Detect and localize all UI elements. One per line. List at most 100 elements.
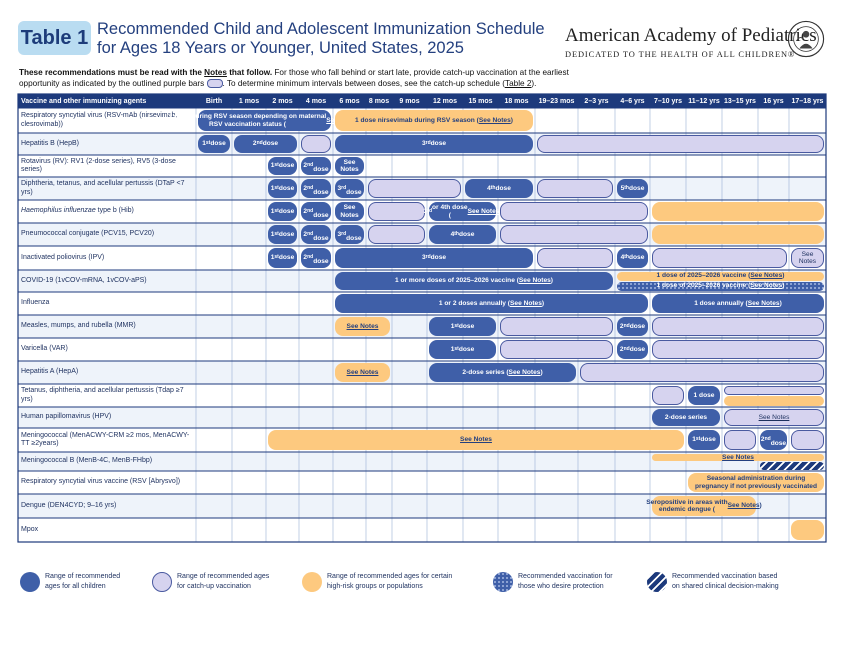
column-header-17-18-yrs: 17–18 yrs — [791, 97, 824, 105]
schedule-bar-dark[interactable]: 1 or more doses of 2025–2026 vaccine (Se… — [335, 272, 613, 290]
vaccine-name: COVID-19 (1vCOV-mRNA, 1vCOV-aPS) — [21, 276, 147, 284]
page-title: Recommended Child and Adolescent Immuniz… — [97, 20, 545, 58]
vaccine-name: Pneumococcal conjugate (PCV15, PCV20) — [21, 230, 155, 238]
notes-link[interactable]: Notes — [204, 68, 227, 77]
schedule-bar-dark: 1 dose — [688, 386, 720, 405]
schedule-bar-lav — [580, 363, 824, 382]
column-header-2-3-yrs: 2–3 yrs — [584, 97, 609, 105]
vaccine-name: Hepatitis A (HepA) — [21, 368, 79, 376]
legend-swatch-dot — [493, 572, 513, 592]
schedule-bar-dark[interactable]: 3rd or 4th dose(See Notes) — [423, 202, 502, 221]
schedule-bar-lav — [537, 179, 613, 198]
schedule-bar-lav — [537, 135, 824, 153]
column-header-birth: Birth — [205, 97, 223, 105]
schedule-bar-dark[interactable]: 2-dose series (See Notes) — [429, 363, 576, 382]
column-header-vaccine: Vaccine and other immunizing agents — [21, 97, 147, 105]
schedule-bar-lav — [500, 317, 613, 336]
table-number-badge: Table 1 — [18, 21, 91, 55]
vaccine-name: Hepatitis B (HepB) — [21, 139, 79, 147]
intro-text-1: For those who fall behind or start late,… — [19, 68, 569, 88]
intro-paragraph: These recommendations must be read with … — [19, 67, 579, 89]
schedule-bar-dark[interactable]: 1 or 2 doses annually (See Notes) — [335, 294, 648, 313]
schedule-bar-or — [791, 520, 824, 540]
intro-text-2: . To determine minimum intervals between… — [222, 79, 505, 88]
column-header-4-mos: 4 mos — [305, 97, 327, 105]
schedule-bar-or[interactable]: See Notes — [652, 453, 824, 461]
schedule-bar-or[interactable]: See Notes — [268, 430, 684, 450]
vaccine-name: Influenza — [21, 299, 50, 307]
schedule-bar-lav — [368, 179, 461, 198]
column-header-18-mos: 18 mos — [504, 97, 529, 105]
column-header-13-15-yrs: 13–15 yrs — [724, 97, 756, 105]
schedule-bar-or[interactable]: 1 dose of 2025–2026 vaccine (See Notes) — [617, 271, 824, 281]
schedule-bar-lav — [724, 430, 756, 450]
catchup-swatch — [206, 79, 223, 89]
legend-swatch-dark — [20, 572, 40, 592]
vaccine-name: Respiratory syncytial virus vaccine (RSV… — [21, 478, 181, 486]
vaccine-name: Diphtheria, tetanus, and acellular pertu… — [21, 180, 185, 196]
vaccine-name: Varicella (VAR) — [21, 345, 68, 353]
intro-bold-2: that follow. — [226, 68, 273, 77]
table-2-link[interactable]: Table 2 — [505, 79, 532, 88]
column-header-8-mos: 8 mos — [368, 97, 390, 105]
schedule-bar-or — [652, 202, 824, 221]
column-header-12-mos: 12 mos — [432, 97, 458, 105]
schedule-bar-dot[interactable]: 1 dose of 2025–2026 vaccine (See Notes) — [617, 281, 824, 291]
column-header-19-23-mos: 19–23 mos — [538, 97, 575, 105]
schedule-bar-lav — [500, 340, 613, 359]
vaccine-name: Dengue (DEN4CYD; 9–16 yrs) — [21, 501, 117, 509]
legend-swatch-str — [647, 572, 667, 592]
schedule-bar-lav — [791, 430, 824, 450]
column-header-6-mos: 6 mos — [339, 97, 360, 105]
schedule-bar-str — [760, 462, 824, 470]
vaccine-name: Measles, mumps, and rubella (MMR) — [21, 322, 136, 330]
schedule-bar-or[interactable]: 1 dose nirsevimab during RSV season (See… — [335, 110, 533, 131]
legend-swatch-lav — [152, 572, 172, 592]
column-header-16-yrs: 16 yrs — [763, 97, 784, 105]
schedule-bar-or[interactable]: See Notes — [335, 317, 390, 336]
schedule-bar-dark[interactable]: 1 dose during RSV season depending on ma… — [169, 110, 360, 131]
title-line-1: Recommended Child and Adolescent Immuniz… — [97, 20, 545, 38]
schedule-bar-lav — [652, 317, 824, 336]
schedule-bar-or[interactable]: See Notes — [335, 363, 390, 382]
column-header-7-10-yrs: 7–10 yrs — [653, 97, 683, 105]
column-header-15-mos: 15 mos — [468, 97, 493, 105]
schedule-bar-lav[interactable]: See Notes — [724, 409, 824, 426]
org-name: American Academy of Pediatrics — [565, 25, 817, 46]
vaccine-name: Tetanus, diphtheria, and acellular pertu… — [21, 387, 184, 403]
vaccine-name: Meningococcal (MenACWY-CRM ≥2 mos, MenAC… — [21, 431, 190, 448]
aap-seal-logo — [787, 20, 825, 58]
schedule-bar-dark[interactable]: 1 dose annually (See Notes) — [652, 294, 824, 313]
vaccine-name: Mpox — [21, 525, 39, 533]
title-line-2: for Ages 18 Years or Younger, United Sta… — [97, 39, 464, 57]
column-header-9-mos: 9 mos — [399, 97, 420, 105]
schedule-bar-lav — [724, 385, 824, 395]
column-header-11-12-yrs: 11–12 yrs — [688, 97, 720, 105]
schedule-bar-lav — [500, 202, 648, 221]
schedule-bar-lav — [368, 225, 425, 244]
